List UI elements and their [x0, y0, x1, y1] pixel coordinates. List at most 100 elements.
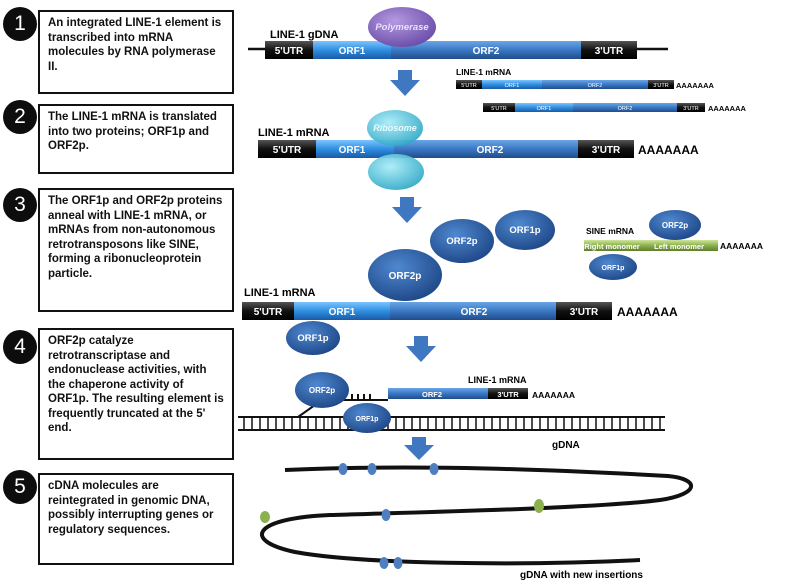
- gdna-title: LINE-1 gDNA: [270, 29, 339, 41]
- rnp-orf2p: [368, 249, 442, 301]
- svg-text:3'UTR: 3'UTR: [683, 106, 698, 112]
- rt-orf1p-label: ORF1p: [356, 416, 379, 423]
- insertion-blue-3: [429, 463, 439, 475]
- sine-orf1p: [589, 254, 637, 280]
- step4-orf2-label: ORF2: [422, 390, 442, 399]
- step-3-text: The ORF1p and ORF2p proteins anneal with…: [38, 188, 234, 312]
- step2-3utr: [578, 140, 634, 158]
- small-mrna-1: 5'UTR ORF1 ORF2 3'UTR AAAAAAA: [456, 80, 714, 90]
- arrow-1: [390, 70, 420, 96]
- step3-polya: AAAAAAA: [617, 305, 678, 319]
- sine-mrna-title: SINE mRNA: [586, 226, 634, 236]
- sine-left-monomer: [640, 240, 718, 251]
- small-mrna-title: LINE-1 mRNA: [456, 67, 511, 77]
- step-1-text: An integrated LINE-1 element is transcri…: [38, 10, 234, 94]
- svg-text:AAAAAAA: AAAAAAA: [676, 81, 714, 90]
- free-orf2p-label: ORF2p: [446, 236, 477, 247]
- sine-right-monomer: [584, 240, 640, 251]
- arrow-3: [406, 336, 436, 362]
- gdna-5utr-label: 5'UTR: [275, 46, 304, 57]
- free-orf1p-label: ORF1p: [509, 225, 540, 236]
- step4-orf2: [388, 388, 488, 399]
- step3-orf1: [294, 302, 390, 320]
- step4-gdna-label: gDNA: [552, 440, 580, 451]
- gdna-orf1-label: ORF1: [339, 46, 366, 57]
- gdna-ladder: [238, 416, 665, 431]
- step-1-number: 1: [3, 7, 37, 41]
- gdna-3utr-label: 3'UTR: [595, 46, 624, 57]
- step-3-number: 3: [3, 188, 37, 222]
- insertion-green-1: [260, 511, 270, 523]
- step2-orf1: [316, 140, 394, 158]
- rnp-orf1p: [286, 321, 340, 355]
- svg-text:ORF1: ORF1: [537, 106, 552, 112]
- insertion-blue-1: [338, 463, 348, 475]
- step2-mrna-title: LINE-1 mRNA: [258, 127, 330, 139]
- step3-3utr-label: 3'UTR: [570, 307, 599, 318]
- step-2-number: 2: [3, 100, 37, 134]
- rt-orf2p-label: ORF2p: [309, 386, 335, 395]
- gdna-orf2-label: ORF2: [473, 46, 500, 57]
- ribosome-small-subunit: [368, 154, 424, 190]
- step-4-number: 4: [3, 330, 37, 364]
- arrow-2: [392, 197, 422, 223]
- rt-orf1p: [343, 403, 391, 433]
- step4-3utr-label: 3'UTR: [497, 390, 519, 399]
- step-2-text: The LINE-1 mRNA is translated into two p…: [38, 104, 234, 174]
- polymerase-shape: [368, 7, 436, 47]
- step3-5utr-label: 5'UTR: [254, 307, 283, 318]
- sine-orf1p-label: ORF1p: [602, 265, 625, 272]
- ribosome-large-subunit: [367, 110, 423, 146]
- step2-orf2-label: ORF2: [477, 145, 504, 156]
- step3-orf2: [390, 302, 556, 320]
- arrow-4: [404, 437, 434, 460]
- svg-text:ORF2: ORF2: [588, 83, 603, 89]
- svg-text:ORF1: ORF1: [505, 83, 520, 89]
- rnp-orf1p-label: ORF1p: [297, 333, 328, 344]
- insertion-blue-6: [393, 557, 403, 569]
- step3-orf1-label: ORF1: [329, 307, 356, 318]
- insertion-blue-4: [381, 509, 391, 521]
- sine-right-monomer-label: Right monomer: [584, 242, 639, 251]
- sine-polya: AAAAAAA: [720, 241, 763, 251]
- sine-orf2p: [649, 210, 701, 240]
- step2-polya: AAAAAAA: [638, 143, 699, 157]
- step3-mrna-title: LINE-1 mRNA: [244, 287, 316, 299]
- step-5-number: 5: [3, 470, 37, 504]
- svg-text:5'UTR: 5'UTR: [461, 83, 476, 89]
- step3-5utr: [242, 302, 294, 320]
- svg-text:5'UTR: 5'UTR: [491, 106, 506, 112]
- gdna-5utr: [265, 41, 313, 59]
- step4-polya: AAAAAAA: [532, 390, 575, 400]
- step4-mrna-title: LINE-1 mRNA: [468, 375, 527, 385]
- step-5-text: cDNA molecules are reintegrated in genom…: [38, 473, 234, 565]
- polymerase-label: Polymerase: [375, 22, 429, 33]
- step2-orf2: [394, 140, 578, 158]
- step2-3utr-label: 3'UTR: [592, 145, 621, 156]
- svg-text:AAAAAAA: AAAAAAA: [708, 104, 746, 113]
- step3-orf2-label: ORF2: [461, 307, 488, 318]
- rt-orf2p: [295, 372, 349, 408]
- step-4-text: ORF2p catalyze retrotranscriptase and en…: [38, 328, 234, 460]
- step4-3utr: [488, 388, 528, 399]
- svg-text:ORF2: ORF2: [618, 106, 633, 112]
- step2-orf1-label: ORF1: [339, 145, 366, 156]
- insertion-blue-5: [379, 557, 389, 569]
- gdna-3utr: [581, 41, 637, 59]
- sine-orf2p-label: ORF2p: [662, 221, 688, 230]
- sine-left-monomer-label: Left monomer: [654, 242, 704, 251]
- free-orf2p: [430, 219, 494, 263]
- svg-text:3'UTR: 3'UTR: [653, 83, 668, 89]
- gdna-orf2: [391, 41, 581, 59]
- insertion-green-2: [534, 499, 544, 513]
- step2-5utr-label: 5'UTR: [273, 145, 302, 156]
- step2-5utr: [258, 140, 316, 158]
- small-mrna-2: 5'UTR ORF1 ORF2 3'UTR AAAAAAA: [483, 103, 746, 113]
- step3-3utr: [556, 302, 612, 320]
- rnp-orf2p-label: ORF2p: [389, 271, 422, 282]
- gdna-orf1: [313, 41, 391, 59]
- free-orf1p: [495, 210, 555, 250]
- ribosome-label: Ribosome: [373, 123, 417, 133]
- insertion-blue-2: [367, 463, 377, 475]
